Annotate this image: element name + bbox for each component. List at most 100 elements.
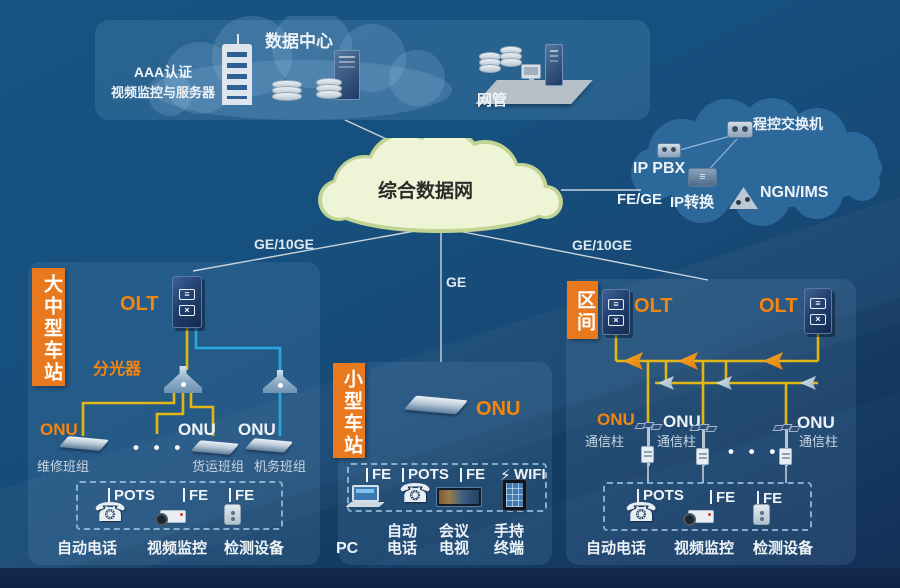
zone-terminal-box bbox=[603, 482, 812, 531]
team1-label: 维修班组 bbox=[37, 459, 90, 474]
small-dev3-label: 会议 电视 bbox=[439, 523, 470, 557]
comm-pillar-icon bbox=[634, 422, 663, 466]
large-onu1-label: ONU bbox=[40, 420, 78, 439]
large-terminal-box bbox=[76, 481, 283, 530]
pillar2-label: 通信柱 bbox=[657, 434, 697, 449]
small-port3-label: FE bbox=[466, 466, 486, 483]
detector-icon bbox=[224, 504, 241, 525]
olt-glyph-bottom: × bbox=[179, 304, 195, 316]
olt-glyph-bottom: × bbox=[608, 314, 624, 326]
large-onu3-label: ONU bbox=[238, 420, 276, 439]
nms-database-icon-2 bbox=[500, 46, 522, 67]
port-tick bbox=[229, 488, 231, 502]
ellipsis-dots-left: • • • bbox=[133, 438, 186, 457]
small-port1-label: FE bbox=[372, 466, 392, 483]
ip-pbx-icon bbox=[657, 143, 681, 158]
olt-glyph-bottom: × bbox=[810, 313, 826, 325]
camera-icon bbox=[683, 510, 714, 526]
zone-onu3-label: ONU bbox=[797, 413, 835, 432]
splitter-label: 分光器 bbox=[93, 361, 142, 378]
pc-base-icon bbox=[345, 502, 385, 507]
link-label-center: GE bbox=[446, 274, 467, 290]
link-label-left: GE/10GE bbox=[254, 236, 314, 252]
phone-icon: ☎ bbox=[399, 479, 432, 509]
datacenter-title: 数据中心 bbox=[265, 32, 333, 51]
server-database-icon bbox=[316, 78, 342, 99]
team2-label: 货运班组 bbox=[192, 459, 245, 474]
ellipsis-dots-zone: • • • bbox=[728, 442, 781, 461]
olt-glyph-top: ≡ bbox=[810, 297, 826, 309]
nms-tower-icon bbox=[545, 44, 563, 86]
comm-pillar-icon bbox=[689, 424, 718, 466]
conference-tv-icon bbox=[436, 487, 482, 507]
small-station-tag: 小型车站 bbox=[333, 363, 365, 458]
large-dev1-label: 自动电话 bbox=[57, 540, 118, 557]
large-station-tag: 大中型车站 bbox=[32, 268, 65, 386]
port-tick bbox=[366, 468, 368, 482]
port-tick bbox=[108, 488, 110, 502]
small-terminal-box bbox=[347, 463, 547, 512]
phone-icon: ☎ bbox=[625, 498, 658, 528]
large-dev2-label: 视频监控 bbox=[147, 540, 208, 557]
large-port1-label: POTS bbox=[114, 487, 155, 504]
zone-onu1-label: ONU bbox=[597, 410, 635, 429]
olt-glyph-top: ≡ bbox=[608, 298, 624, 310]
nms-monitor-icon bbox=[521, 64, 541, 83]
zone-olt2-label: OLT bbox=[759, 295, 798, 317]
camera-icon bbox=[155, 510, 186, 526]
olt-glyph-top: ≡ bbox=[179, 288, 195, 300]
pstn-switch-label: 程控交换机 bbox=[753, 116, 823, 132]
port-tick bbox=[637, 489, 639, 503]
aaa-line1: AAA认证 bbox=[133, 64, 193, 80]
port-tick bbox=[402, 468, 404, 482]
small-onu-label: ONU bbox=[476, 398, 521, 420]
nms-database-icon-1 bbox=[479, 52, 501, 73]
detector-icon bbox=[753, 504, 770, 525]
small-dev4-label: 手持 终端 bbox=[494, 523, 525, 557]
port-tick bbox=[460, 468, 462, 482]
zone-olt1-label: OLT bbox=[634, 295, 673, 317]
zone-olt-device-icon-1: ≡ × bbox=[602, 289, 630, 335]
zone-dev2-label: 视频监控 bbox=[674, 540, 735, 557]
database-icon bbox=[272, 80, 302, 101]
small-port2-label: POTS bbox=[408, 466, 449, 483]
small-dev1-label: PC bbox=[336, 540, 359, 557]
zone-port2-label: FE bbox=[716, 489, 736, 506]
ngn-ims-label: NGN/IMS bbox=[760, 184, 829, 201]
voice-cloud-shape bbox=[631, 98, 882, 226]
link-label-right: GE/10GE bbox=[572, 237, 632, 253]
small-dev2-label: 自动 电话 bbox=[387, 523, 418, 557]
zone-port3-label: FE bbox=[763, 490, 783, 507]
tablet-icon bbox=[502, 479, 527, 511]
aaa-label-block: AAA认证 视频监控与服务器 bbox=[98, 62, 228, 101]
comm-pillar-icon bbox=[772, 424, 801, 466]
team3-label: 机务班组 bbox=[254, 459, 307, 474]
footer-band bbox=[0, 568, 900, 588]
nms-label: 网管 bbox=[477, 92, 508, 109]
pillar3-label: 通信柱 bbox=[799, 434, 839, 449]
aaa-line2: 视频监控与服务器 bbox=[110, 85, 215, 100]
port-tick bbox=[183, 488, 185, 502]
large-dev3-label: 检测设备 bbox=[224, 540, 285, 557]
large-port3-label: FE bbox=[235, 487, 255, 504]
olt-device-icon: ≡ × bbox=[172, 276, 202, 328]
port-tick bbox=[757, 491, 759, 505]
large-onu2-label: ONU bbox=[178, 420, 216, 439]
fe-ge-label: FE/GE bbox=[617, 191, 663, 208]
pillar1-label: 通信柱 bbox=[585, 434, 625, 449]
large-port2-label: FE bbox=[189, 487, 209, 504]
pc-icon bbox=[352, 485, 379, 502]
zone-olt-device-icon-2: ≡ × bbox=[804, 288, 832, 334]
core-cloud-shape bbox=[318, 138, 563, 233]
zone-dev3-label: 检测设备 bbox=[753, 540, 814, 557]
ip-gateway-icon: ≡ bbox=[688, 168, 717, 187]
port-tick bbox=[710, 490, 712, 504]
ip-convert-label: IP转换 bbox=[670, 194, 715, 211]
core-cloud-label: 综合数据网 bbox=[378, 181, 474, 202]
building-windows bbox=[227, 52, 247, 99]
phone-icon: ☎ bbox=[94, 498, 127, 528]
zone-dev1-label: 自动电话 bbox=[586, 540, 647, 557]
zone-tag: 区间 bbox=[567, 281, 598, 339]
